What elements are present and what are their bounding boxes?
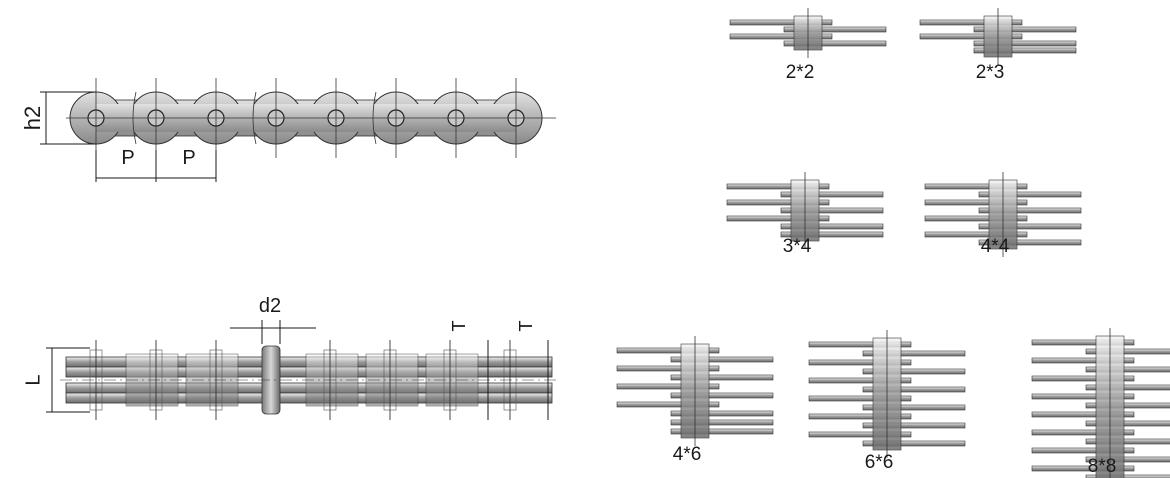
outer-plate (1031, 393, 1135, 400)
outer-plate (919, 33, 1023, 40)
inner-plate (670, 419, 774, 426)
inner-plate (862, 404, 966, 411)
inner-plate (973, 47, 1077, 54)
inner-plate (780, 207, 884, 214)
outer-plate (726, 215, 830, 222)
inner-plate (862, 422, 966, 429)
inner-plate (973, 26, 1077, 33)
inner-plate (670, 410, 774, 417)
inner-plate (780, 191, 884, 198)
outer-plate (808, 377, 912, 384)
lacing-8x8: 8*8 (1031, 328, 1170, 478)
top-chain-body (60, 340, 556, 420)
outer-plate (924, 231, 1028, 238)
inner-plate (978, 207, 1082, 214)
lacing-label: 4*6 (673, 444, 702, 465)
lacing-4x4: 4*4 (924, 172, 1082, 257)
inner-plate (783, 26, 887, 33)
outer-plate (808, 395, 912, 402)
outer-plate (729, 19, 833, 26)
inner-plate (978, 191, 1082, 198)
outer-plate (616, 365, 720, 372)
inner-plate (978, 223, 1082, 230)
lacing-label: 2*3 (976, 62, 1005, 83)
lacing-diagrams: 2*2 2*3 3*4 4*4 4*6 6*6 8*8 (616, 8, 1170, 478)
lacing-3x4: 3*4 (726, 172, 884, 257)
outer-plate (1031, 357, 1135, 364)
inner-plate (1085, 420, 1170, 427)
lacing-label: 6*6 (865, 452, 894, 473)
outer-plate (924, 183, 1028, 190)
inner-plate (1085, 438, 1170, 445)
lacing-label: 2*2 (786, 62, 815, 83)
inner-plate (1085, 366, 1170, 373)
outer-plate (1031, 411, 1135, 418)
outer-plate (726, 183, 830, 190)
outer-plate (729, 33, 833, 40)
t-label-1: T (449, 321, 469, 332)
l-label: L (22, 374, 44, 385)
lacing-label: 8*8 (1088, 456, 1117, 477)
inner-plate (780, 223, 884, 230)
inner-plate (670, 392, 774, 399)
pitch-label-1: P (121, 147, 134, 169)
inner-plate (862, 386, 966, 393)
inner-plate (862, 350, 966, 357)
lacing-6x6: 6*6 (808, 330, 966, 473)
outer-plate (616, 347, 720, 354)
inner-plate (1085, 384, 1170, 391)
lacing-2x3: 2*3 (919, 8, 1077, 83)
outer-plate (1031, 447, 1135, 454)
inner-plate (1085, 456, 1170, 463)
inner-plate (783, 40, 887, 47)
lacing-2x2: 2*2 (729, 8, 887, 83)
outer-plate (616, 383, 720, 390)
lacing-4x6: 4*6 (616, 336, 774, 465)
lacing-label: 4*4 (981, 236, 1010, 257)
outer-plate (808, 341, 912, 348)
inner-plate (1085, 348, 1170, 355)
t-label-2: T (516, 321, 536, 332)
inner-plate (670, 428, 774, 435)
pitch-label-2: P (182, 147, 195, 169)
inner-plate (670, 374, 774, 381)
outer-plate (1031, 465, 1135, 472)
top-view: L d2 T T (22, 295, 556, 420)
outer-plate (924, 199, 1028, 206)
d2-label: d2 (259, 295, 281, 317)
outer-plate (1031, 339, 1135, 346)
inner-plate (862, 368, 966, 375)
outer-plate (616, 401, 720, 408)
inner-plate (973, 40, 1077, 47)
outer-plate (924, 215, 1028, 222)
inner-plate (780, 231, 884, 238)
outer-plate (808, 431, 912, 438)
outer-plate (808, 359, 912, 366)
outer-plate (808, 413, 912, 420)
outer-plate (1031, 375, 1135, 382)
outer-plate (919, 19, 1023, 26)
inner-plate (670, 356, 774, 363)
inner-plate (978, 239, 1082, 246)
inner-plate (1085, 402, 1170, 409)
lacing-label: 3*4 (783, 236, 812, 257)
inner-plate (862, 440, 966, 447)
side-view: h2 P P (20, 78, 556, 182)
outer-plate (726, 199, 830, 206)
outer-plate (1031, 429, 1135, 436)
h2-label: h2 (20, 106, 45, 130)
